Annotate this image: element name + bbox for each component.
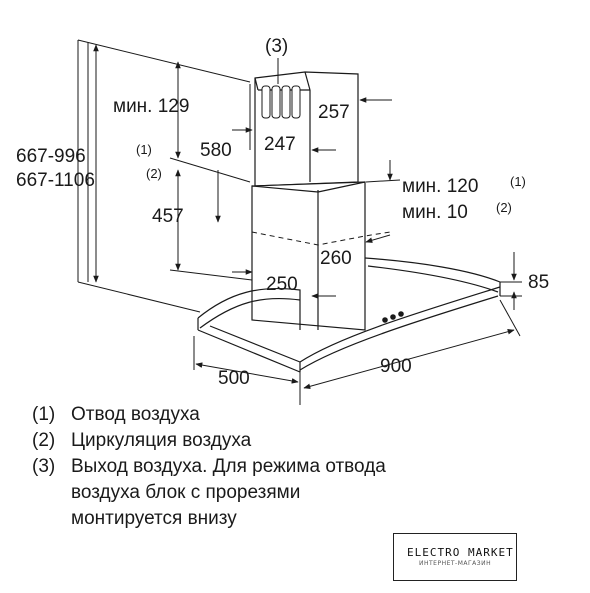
dim-260-label: 260 (320, 248, 352, 269)
wall-outline (77, 39, 251, 313)
dim-500-label: 500 (218, 368, 250, 389)
overlap-dashed-line (251, 231, 391, 246)
dim-85-label: 85 (528, 272, 549, 293)
legend-item-3: (3) Выход воздуха. Для режима отвода (32, 454, 532, 480)
dim-min10-label: мин. 10 (402, 202, 468, 223)
legend-item-3-line-3: монтируется внизу (71, 508, 237, 529)
electro-market-logo: ELECTRO MARKET ИНТЕРНЕТ-МАГАЗИН (385, 533, 535, 593)
legend-item-1: (1) Отвод воздуха (32, 402, 532, 428)
dim-457-label: 457 (152, 206, 184, 227)
logo-subtitle: ИНТЕРНЕТ-МАГАЗИН (419, 560, 492, 567)
legend-item-1-text: Отвод воздуха (71, 404, 200, 425)
dim-250-label: 250 (266, 274, 298, 295)
legend-item-2-text: Циркуляция воздуха (71, 430, 252, 451)
dim-min129-label: мин. 129 (113, 96, 189, 117)
hood-dimension-drawing: (3) мин. 129 580 667-996 (1) 667-1106 (2… (16, 36, 549, 405)
air-outlet-slots (261, 85, 301, 119)
dim-667-996-label: 667-996 (16, 146, 86, 167)
callout-3-label: (3) (265, 36, 288, 57)
dim-580-label: 580 (200, 140, 232, 161)
dim-900-label: 900 (380, 356, 412, 377)
upper-chimney (254, 71, 359, 187)
legend-item-3-number: (3) (32, 456, 56, 477)
dimension-lines (93, 44, 522, 405)
dim-247-label: 247 (264, 134, 296, 155)
legend-item-3-line-1: Выход воздуха. Для режима отвода (71, 456, 386, 477)
dim-667-1106-note: (2) (146, 166, 162, 181)
legend-item-2-number: (2) (32, 430, 56, 451)
dim-min120-note: (1) (510, 174, 526, 189)
dim-min120-label: мин. 120 (402, 176, 478, 197)
legend-item-1-number: (1) (32, 404, 56, 425)
dim-667-996-note: (1) (136, 142, 152, 157)
logo-title: ELECTRO MARKET (407, 546, 514, 559)
dim-257-label: 257 (318, 102, 350, 123)
legend: (1) Отвод воздуха (2) Циркуляция воздуха… (32, 402, 532, 532)
legend-item-2: (2) Циркуляция воздуха (32, 428, 532, 454)
legend-item-3-line-2: воздуха блок с прорезями (71, 482, 301, 503)
logo-frame (393, 533, 517, 581)
dim-min10-note: (2) (496, 200, 512, 215)
dim-667-1106-label: 667-1106 (16, 170, 95, 191)
